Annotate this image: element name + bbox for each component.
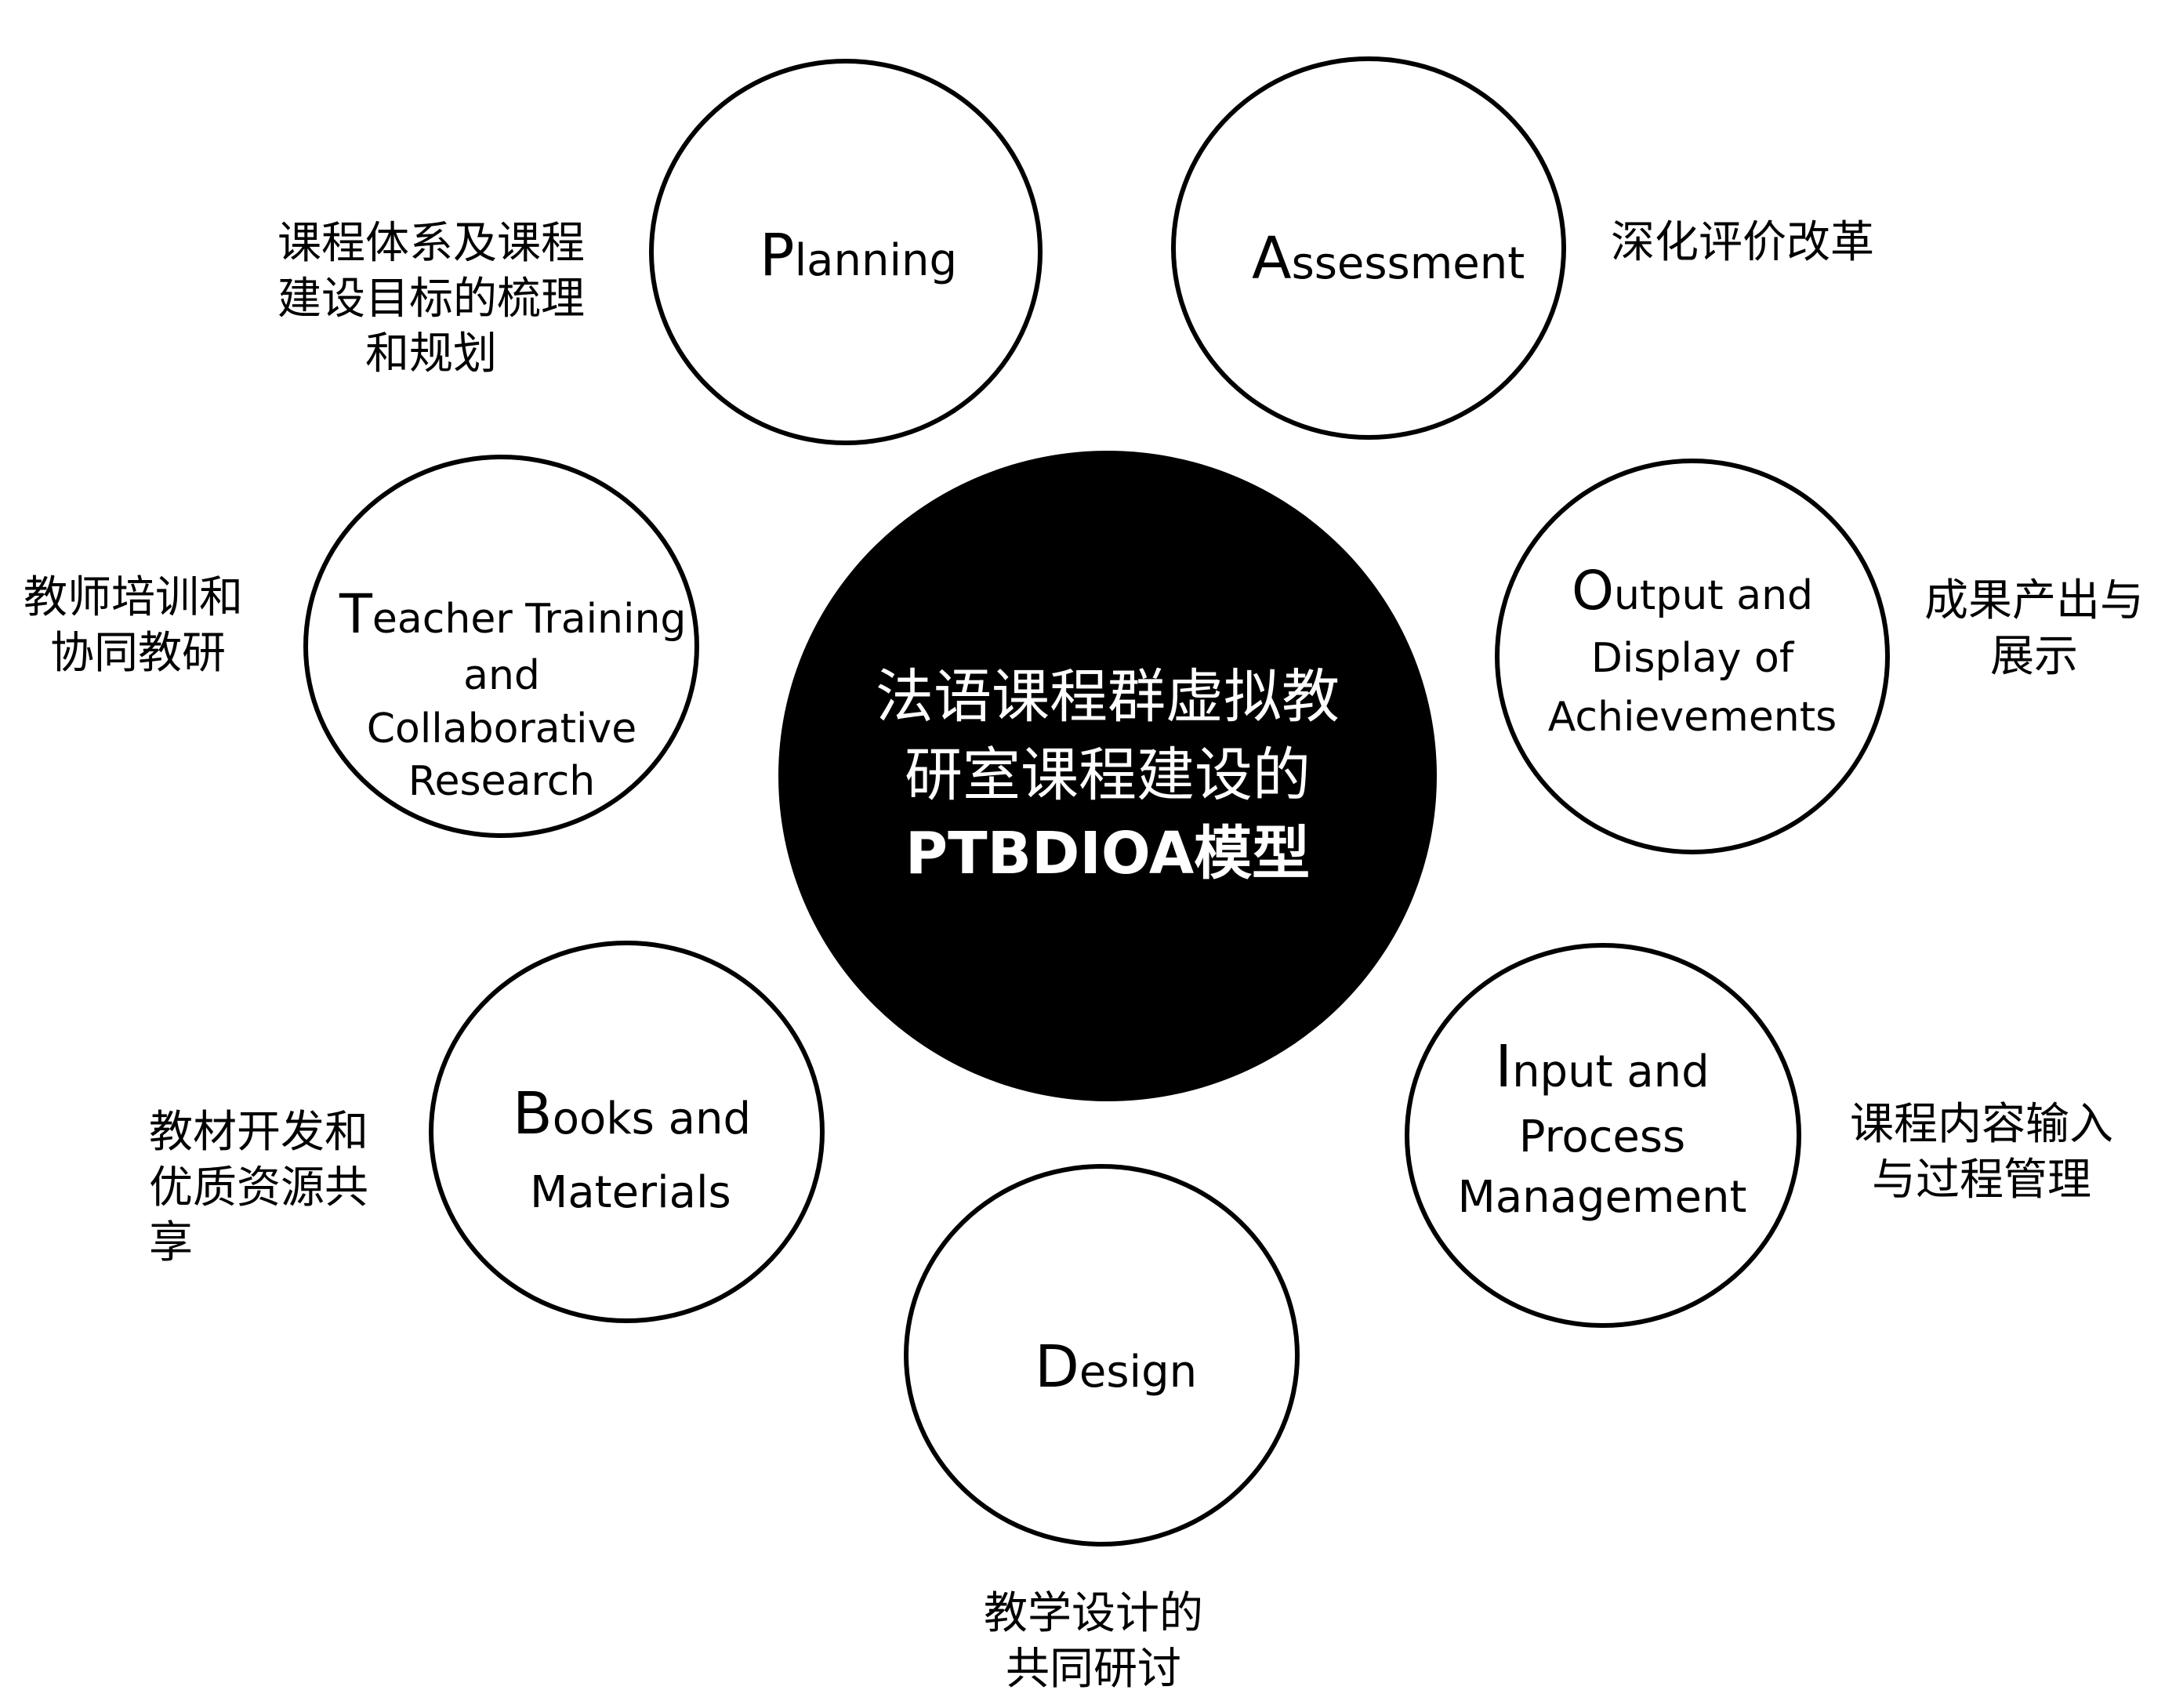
teacher-training-label: Teacher Training and Collaborative Resea… (339, 580, 686, 809)
output-line-2: Display of (1590, 635, 1794, 683)
output-circle (1495, 459, 1890, 854)
center-title-line-2: 研室课程建设的 (905, 742, 1311, 810)
output-note-line-2: 展示 (1990, 630, 2078, 682)
assessment-circle (1171, 56, 1566, 440)
center-title-line-1: 法语课程群虚拟教 (876, 663, 1340, 731)
planning-note-line-1: 课程体系及课程 (277, 218, 585, 269)
planning-circle (649, 59, 1043, 445)
planning-rest: lanning (794, 235, 958, 286)
books-note-line-3: 享 (149, 1217, 193, 1269)
input-note: 课程内容输入 与过程管理 (1850, 1097, 2113, 1208)
books-label: Books and Materials (499, 1069, 765, 1227)
books-circle (429, 941, 825, 1323)
planning-note-line-2: 建设目标的梳理 (277, 273, 585, 325)
teacher-training-line-4: Research (408, 758, 596, 806)
teacher-training-circle (303, 455, 699, 838)
assessment-label: Assessment (1252, 221, 1525, 296)
teacher-training-note: 教师培训和 协同教研 (24, 571, 243, 681)
planning-note: 课程体系及课程 建设目标的梳理 和规划 (277, 216, 585, 383)
input-rest: nput and (1512, 1046, 1710, 1097)
center-title-line-3: PTBDIOA模型 (905, 819, 1311, 887)
input-initial: I (1495, 1033, 1513, 1101)
input-line-2: Process (1518, 1111, 1686, 1162)
books-line-2: Materials (530, 1166, 731, 1218)
teacher-training-rest: eacher Training (372, 596, 687, 643)
design-note-line-2: 共同研讨 (1006, 1643, 1181, 1695)
input-circle (1405, 943, 1801, 1328)
design-label: Design (1035, 1329, 1197, 1405)
teacher-training-initial: T (339, 583, 372, 646)
teacher-training-line-2: and (463, 652, 540, 700)
input-label: Input and Process Management (1438, 1027, 1767, 1228)
output-note-line-1: 成果产出与 (1924, 575, 2144, 626)
books-initial: B (513, 1080, 553, 1148)
input-line-3: Management (1457, 1172, 1747, 1224)
output-rest: utput and (1613, 572, 1814, 619)
design-circle (904, 1164, 1300, 1547)
design-note: 教学设计的 共同研讨 (984, 1587, 1203, 1697)
assessment-initial: A (1252, 225, 1292, 292)
design-note-line-1: 教学设计的 (984, 1588, 1203, 1639)
planning-note-line-3: 和规划 (365, 328, 497, 380)
assessment-rest: ssessment (1291, 238, 1525, 289)
planning-initial: P (760, 222, 795, 289)
input-note-line-2: 与过程管理 (1872, 1154, 2091, 1206)
design-rest: esign (1079, 1347, 1198, 1398)
books-note: 教材开发和 优质资源共 享 (149, 1105, 368, 1271)
planning-label: Planning (760, 218, 957, 293)
input-note-line-1: 课程内容输入 (1850, 1099, 2113, 1150)
central-model-circle: 法语课程群虚拟教 研室课程建设的 PTBDIOA模型 (778, 451, 1437, 1101)
assessment-note-line-1: 深化评价改革 (1611, 217, 1874, 268)
output-line-3: Achievements (1547, 693, 1837, 741)
books-rest: ooks and (552, 1093, 751, 1144)
teacher-training-line-3: Collaborative (366, 705, 637, 752)
books-note-line-1: 教材开发和 (149, 1107, 368, 1158)
teacher-training-note-line-1: 教师培训和 (24, 572, 243, 623)
design-initial: D (1035, 1333, 1079, 1401)
output-label: Output and Display of Achievements (1529, 553, 1856, 746)
assessment-note: 深化评价改革 (1611, 216, 1874, 271)
output-initial: O (1571, 560, 1614, 622)
teacher-training-note-line-2: 协同教研 (50, 627, 226, 679)
output-note: 成果产出与 展示 (1924, 574, 2144, 684)
books-note-line-2: 优质资源共 (149, 1162, 368, 1213)
